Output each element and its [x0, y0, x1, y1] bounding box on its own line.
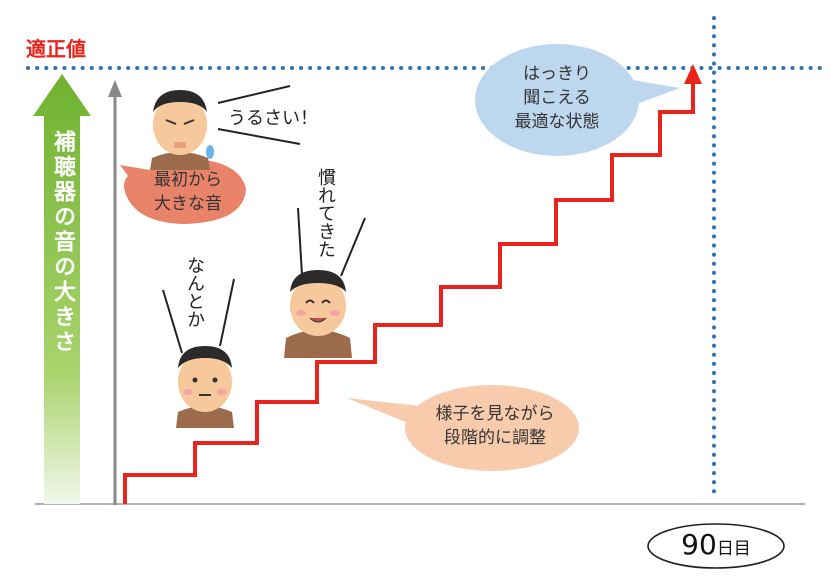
bubble-clear-line2: 聞こえる: [523, 88, 591, 108]
person-neutral: [176, 346, 234, 428]
bubble-clear-line1: はっきり: [523, 64, 591, 84]
person-smiling: [284, 270, 352, 358]
bubble-adjust-text: 様子を見ながら 段階的に調整: [420, 402, 570, 450]
day-marker-oval: [647, 523, 785, 569]
day-marker-number: 90: [681, 528, 717, 561]
bubble-first-line1: 最初から: [154, 170, 222, 190]
speech-used-text: 慣れてきた: [315, 168, 336, 258]
bubble-first-loud: [120, 158, 246, 224]
optimal-value-label: 適正値: [26, 37, 86, 61]
bubble-adjust-line1: 様子を見ながら: [435, 404, 555, 424]
bubble-adjust-line2: 段階的に調整: [444, 428, 546, 448]
bubble-clear: [475, 44, 680, 156]
bubble-first-line2: 大きな音: [154, 194, 222, 214]
day-marker-text: 90日目: [656, 528, 776, 561]
volume-axis-label: 補聴器の音の大きさ: [50, 130, 75, 355]
person-annoyed: [150, 90, 214, 170]
bubble-clear-text: はっきり 聞こえる 最適な状態: [492, 62, 622, 134]
volume-arrow: [33, 74, 91, 504]
bubble-clear-line3: 最適な状態: [514, 112, 600, 132]
speech-lines-loud: [217, 85, 301, 145]
bubble-adjust: [347, 385, 579, 471]
day-marker-unit: 日目: [716, 539, 751, 559]
bubble-first-text: 最初から 大きな音: [138, 168, 238, 216]
speech-loud-text: うるさい！: [228, 108, 318, 129]
speech-somehow-text: なんとか: [184, 256, 205, 328]
speech-lines-used: [297, 207, 366, 277]
staircase-arrowhead: [684, 64, 702, 84]
staircase-line: [123, 84, 695, 504]
y-axis-arrow: [108, 80, 122, 505]
speech-lines-somehow: [162, 278, 235, 354]
